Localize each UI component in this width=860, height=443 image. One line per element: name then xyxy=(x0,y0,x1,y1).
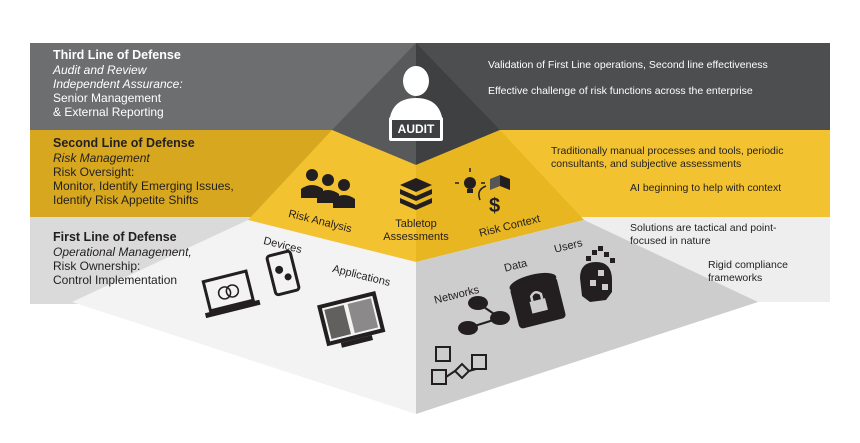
third-line-title: Third Line of Defense xyxy=(53,48,181,62)
phone-gears-icon xyxy=(265,249,301,297)
person-audit-icon xyxy=(389,66,443,141)
pyramid-mid-right xyxy=(416,130,584,262)
stack-icon xyxy=(400,178,432,210)
pyramid-bottom-left xyxy=(72,220,416,414)
second-line-title: Second Line of Defense xyxy=(53,136,195,150)
first-line-line-2: Control Implementation xyxy=(53,273,178,288)
first-line-line-1: Risk Ownership: xyxy=(53,258,141,273)
network-icon xyxy=(458,296,510,335)
first-line-note-1: Solutions are tactical and point-focused… xyxy=(630,222,777,248)
third-line-block: Third Line of Defense Audit and Review I… xyxy=(53,48,183,119)
user-pixel-icon xyxy=(580,246,615,302)
laptop-icon xyxy=(201,269,261,319)
second-line-subtitle: Risk Management xyxy=(53,150,150,165)
first-line-title: First Line of Defense xyxy=(53,230,177,244)
third-line-note-1: Validation of First Line operations, Sec… xyxy=(488,59,768,71)
flowchart-icon xyxy=(431,346,487,385)
app-window-icon xyxy=(317,290,386,348)
second-line-line-3: Identify Risk Appetite Shifts xyxy=(53,193,199,208)
first-line-block: First Line of Defense Operational Manage… xyxy=(53,230,192,287)
database-lock-icon xyxy=(509,272,566,329)
first-line-note-2: Rigid compliance frameworks xyxy=(708,259,788,285)
tabletop-label-2: Assessments xyxy=(383,231,449,243)
second-line-note-2: AI beginning to help with context xyxy=(630,182,782,194)
pyramid-bottom-right xyxy=(416,220,758,414)
second-line-note-1: Traditionally manual processes and tools… xyxy=(551,145,784,171)
tabletop-label-1: Tabletop xyxy=(395,218,437,230)
first-line-subtitle: Operational Management, xyxy=(53,244,192,259)
third-line-line-2: & External Reporting xyxy=(53,105,164,120)
third-line-line-1: Senior Management xyxy=(53,91,162,106)
third-line-subtitle-2: Independent Assurance: xyxy=(53,76,183,91)
second-line-block: Second Line of Defense Risk Management R… xyxy=(53,136,234,207)
third-line-subtitle-1: Audit and Review xyxy=(53,62,147,77)
second-line-line-1: Risk Oversight: xyxy=(53,164,135,179)
audit-badge: AUDIT xyxy=(397,122,435,136)
third-line-note-2: Effective challenge of risk functions ac… xyxy=(488,85,753,97)
lightbulb-dollar-icon: $ xyxy=(455,168,510,217)
svg-text:$: $ xyxy=(489,195,500,217)
group-icon xyxy=(301,169,355,208)
second-line-line-2: Monitor, Identify Emerging Issues, xyxy=(53,179,234,194)
